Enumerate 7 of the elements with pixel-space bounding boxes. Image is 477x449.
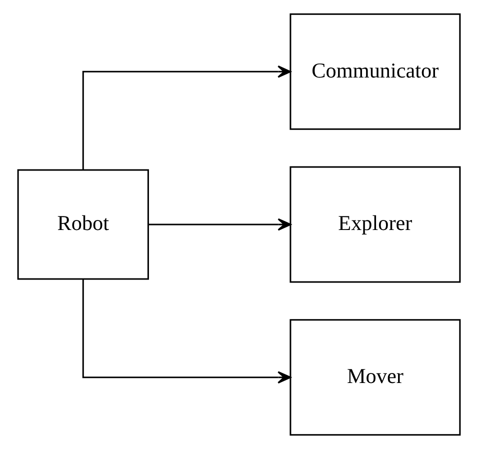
node-box: Mover (289, 319, 460, 436)
node-box: Explorer (289, 166, 460, 283)
node-box: Communicator (289, 13, 460, 130)
arrow (148, 218, 291, 231)
node-box: Robot (16, 169, 148, 280)
arrow (82, 65, 291, 170)
arrow (82, 279, 291, 384)
